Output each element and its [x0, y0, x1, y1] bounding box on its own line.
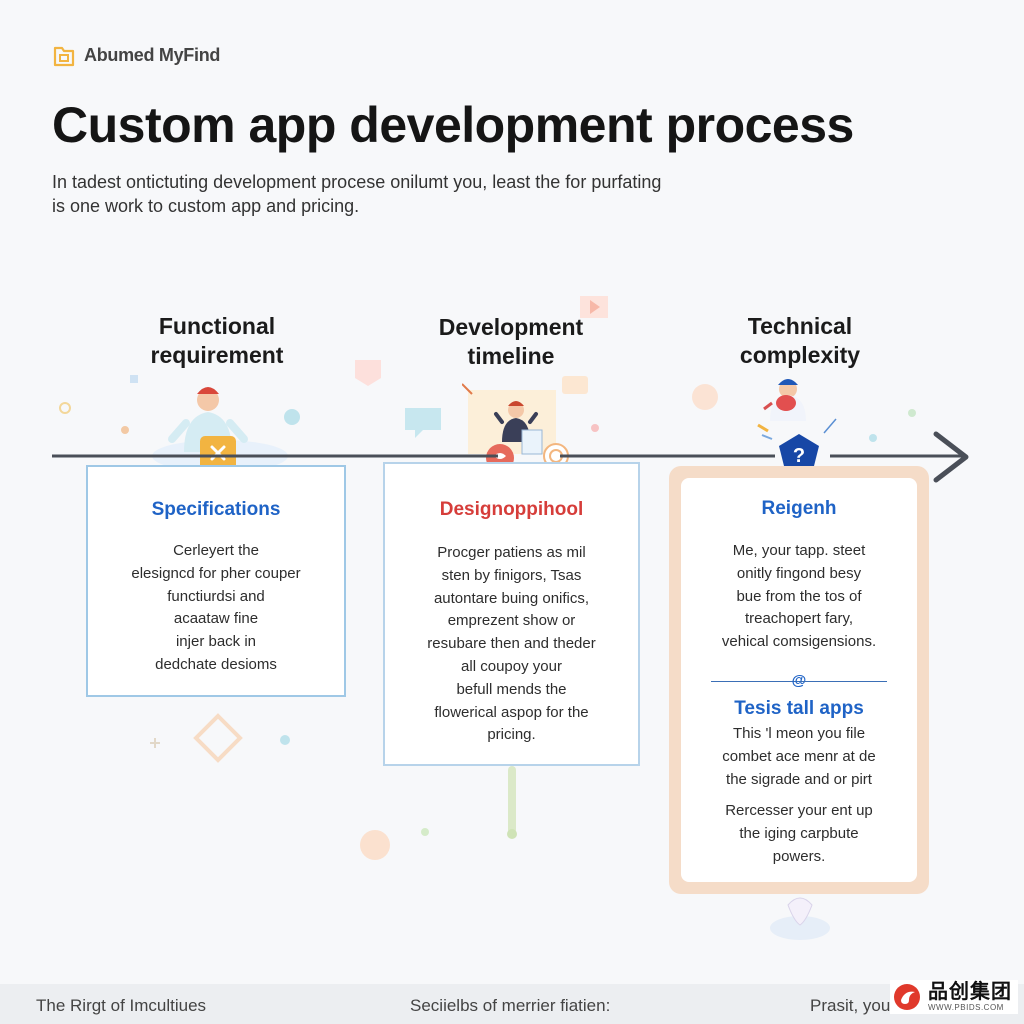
card-body: Cerleyert the elesigncd for pher couper …: [131, 542, 301, 673]
footer-logo-sub: WWW.PBIDS.COM: [928, 1003, 1004, 1012]
folder-icon: [53, 46, 75, 67]
arrow-right-icon: [933, 431, 969, 483]
stage-heading-functional: Functional requirement: [150, 313, 284, 368]
close-badge-icon: [200, 436, 236, 470]
card-title: Designoppihool: [439, 499, 584, 520]
card-sub-body: This 'l meon you file combet ace menr at…: [722, 725, 876, 788]
flame-logo-icon: [894, 984, 920, 1010]
card-subtitle: Tesis tall apps: [734, 698, 864, 719]
svg-text:?: ?: [793, 445, 805, 467]
footer-logo: 品创集团 WWW.PBIDS.COM: [890, 980, 1018, 1014]
footer-left-text: The Rirgt of Imcultiues: [36, 996, 207, 1015]
at-icon: @: [791, 672, 807, 689]
footer-center-text: Seciielbs of merrier fiatien:: [410, 996, 611, 1015]
footer-right-text: Prasit, you: [810, 996, 891, 1015]
footer: [0, 984, 1024, 1024]
card-body: Me, your tapp. steet onitly fingond besy…: [721, 542, 877, 651]
card-divider: @: [711, 672, 887, 689]
stage-heading-timeline: Development timeline: [438, 314, 584, 369]
card-tail-body: Rercesser your ent up the iging carpbute…: [725, 802, 873, 865]
footer-logo-main: 品创集团: [928, 981, 1012, 1003]
brand-name: Abumed MyFind: [84, 44, 221, 65]
card-reigenh: Reigenh Me, your tapp. steet onitly fing…: [681, 478, 917, 882]
page-title: Custom app development process: [52, 97, 854, 153]
card-designoppihool: Designoppihool Procger patiens as mil st…: [383, 462, 640, 766]
card-title: Reigenh: [761, 498, 837, 519]
card-body: Procger patiens as mil sten by finigors,…: [427, 544, 596, 744]
page-subtitle: In tadest ontictuting development proces…: [52, 172, 662, 216]
stage-heading-complexity: Technical complexity: [739, 313, 861, 368]
card-title: Specifications: [151, 499, 281, 520]
brand: Abumed MyFind: [52, 42, 220, 68]
person-illustration-complexity: [757, 379, 837, 440]
question-badge-icon: ?: [779, 434, 819, 470]
card-specifications: Specifications Cerleyert the elesigncd f…: [86, 465, 346, 697]
